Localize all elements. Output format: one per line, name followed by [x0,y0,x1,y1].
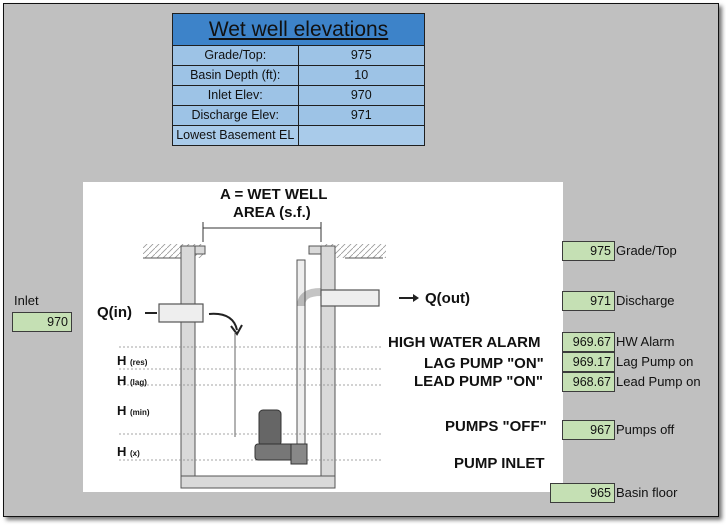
grade-top-level-label: Grade/Top [616,243,677,258]
h-x-label: H (x) [117,444,140,459]
discharge-level-cell[interactable]: 971 [562,291,615,311]
wet-well-drawing [119,222,419,489]
hw-alarm-level-cell[interactable]: 969.67 [562,332,615,352]
discharge-elev-label: Discharge Elev: [172,106,298,126]
table-row: Inlet Elev: 970 [172,86,425,106]
lag-pump-level-cell[interactable]: 969.17 [562,352,615,372]
inlet-elev-value-cell[interactable]: 970 [297,86,425,106]
pumps-off-label: PUMPS "OFF" [445,418,547,435]
lag-pump-level-label: Lag Pump on [616,354,694,369]
grade-top-label: Grade/Top: [172,46,298,66]
area-title-line-1: A = WET WELL [220,186,328,203]
discharge-level-label: Discharge [616,293,675,308]
basin-floor-level-label: Basin floor [616,485,678,500]
high-water-alarm-label: HIGH WATER ALARM [388,334,541,351]
h-lag-label: H (lag) [117,373,147,388]
basin-depth-label: Basin Depth (ft): [172,66,298,86]
h-min-label: H (min) [117,403,150,418]
wet-well-elevations-table: Wet well elevations Grade/Top: 975 Basin… [172,13,425,146]
table-row: Lowest Basement EL [172,126,425,146]
hw-alarm-level-label: HW Alarm [616,334,675,349]
basin-depth-value-cell[interactable]: 10 [297,66,425,86]
table-row: Discharge Elev: 971 [172,106,425,126]
grade-top-level-cell[interactable]: 975 [562,241,615,261]
pumps-off-level-label: Pumps off [616,422,675,437]
inlet-value-cell[interactable]: 970 [12,312,72,332]
h-res-label: H (res) [117,353,148,368]
lowest-basement-value-cell[interactable] [297,126,425,146]
q-out-label: Q(out) [425,290,470,307]
lag-pump-on-label: LAG PUMP "ON" [424,355,544,372]
lead-pump-level-label: Lead Pump on [616,374,701,389]
inlet-label: Inlet [14,293,39,308]
lead-pump-level-cell[interactable]: 968.67 [562,372,615,392]
inlet-elev-label: Inlet Elev: [172,86,298,106]
pumps-off-level-cell[interactable]: 967 [562,420,615,440]
table-title: Wet well elevations [172,13,425,46]
q-in-label: Q(in) [97,304,132,321]
wet-well-diagram: A = WET WELL AREA (s.f.) Q(in) Q(out) HI… [83,182,563,492]
lowest-basement-label: Lowest Basement EL [172,126,298,146]
lead-pump-on-label: LEAD PUMP "ON" [414,373,543,390]
discharge-elev-value-cell[interactable]: 971 [297,106,425,126]
table-row: Basin Depth (ft): 10 [172,66,425,86]
area-title-line-2: AREA (s.f.) [233,204,311,221]
pump-inlet-label: PUMP INLET [454,455,545,472]
basin-floor-level-cell[interactable]: 965 [550,483,615,503]
table-row: Grade/Top: 975 [172,46,425,66]
grade-top-value-cell[interactable]: 975 [297,46,425,66]
